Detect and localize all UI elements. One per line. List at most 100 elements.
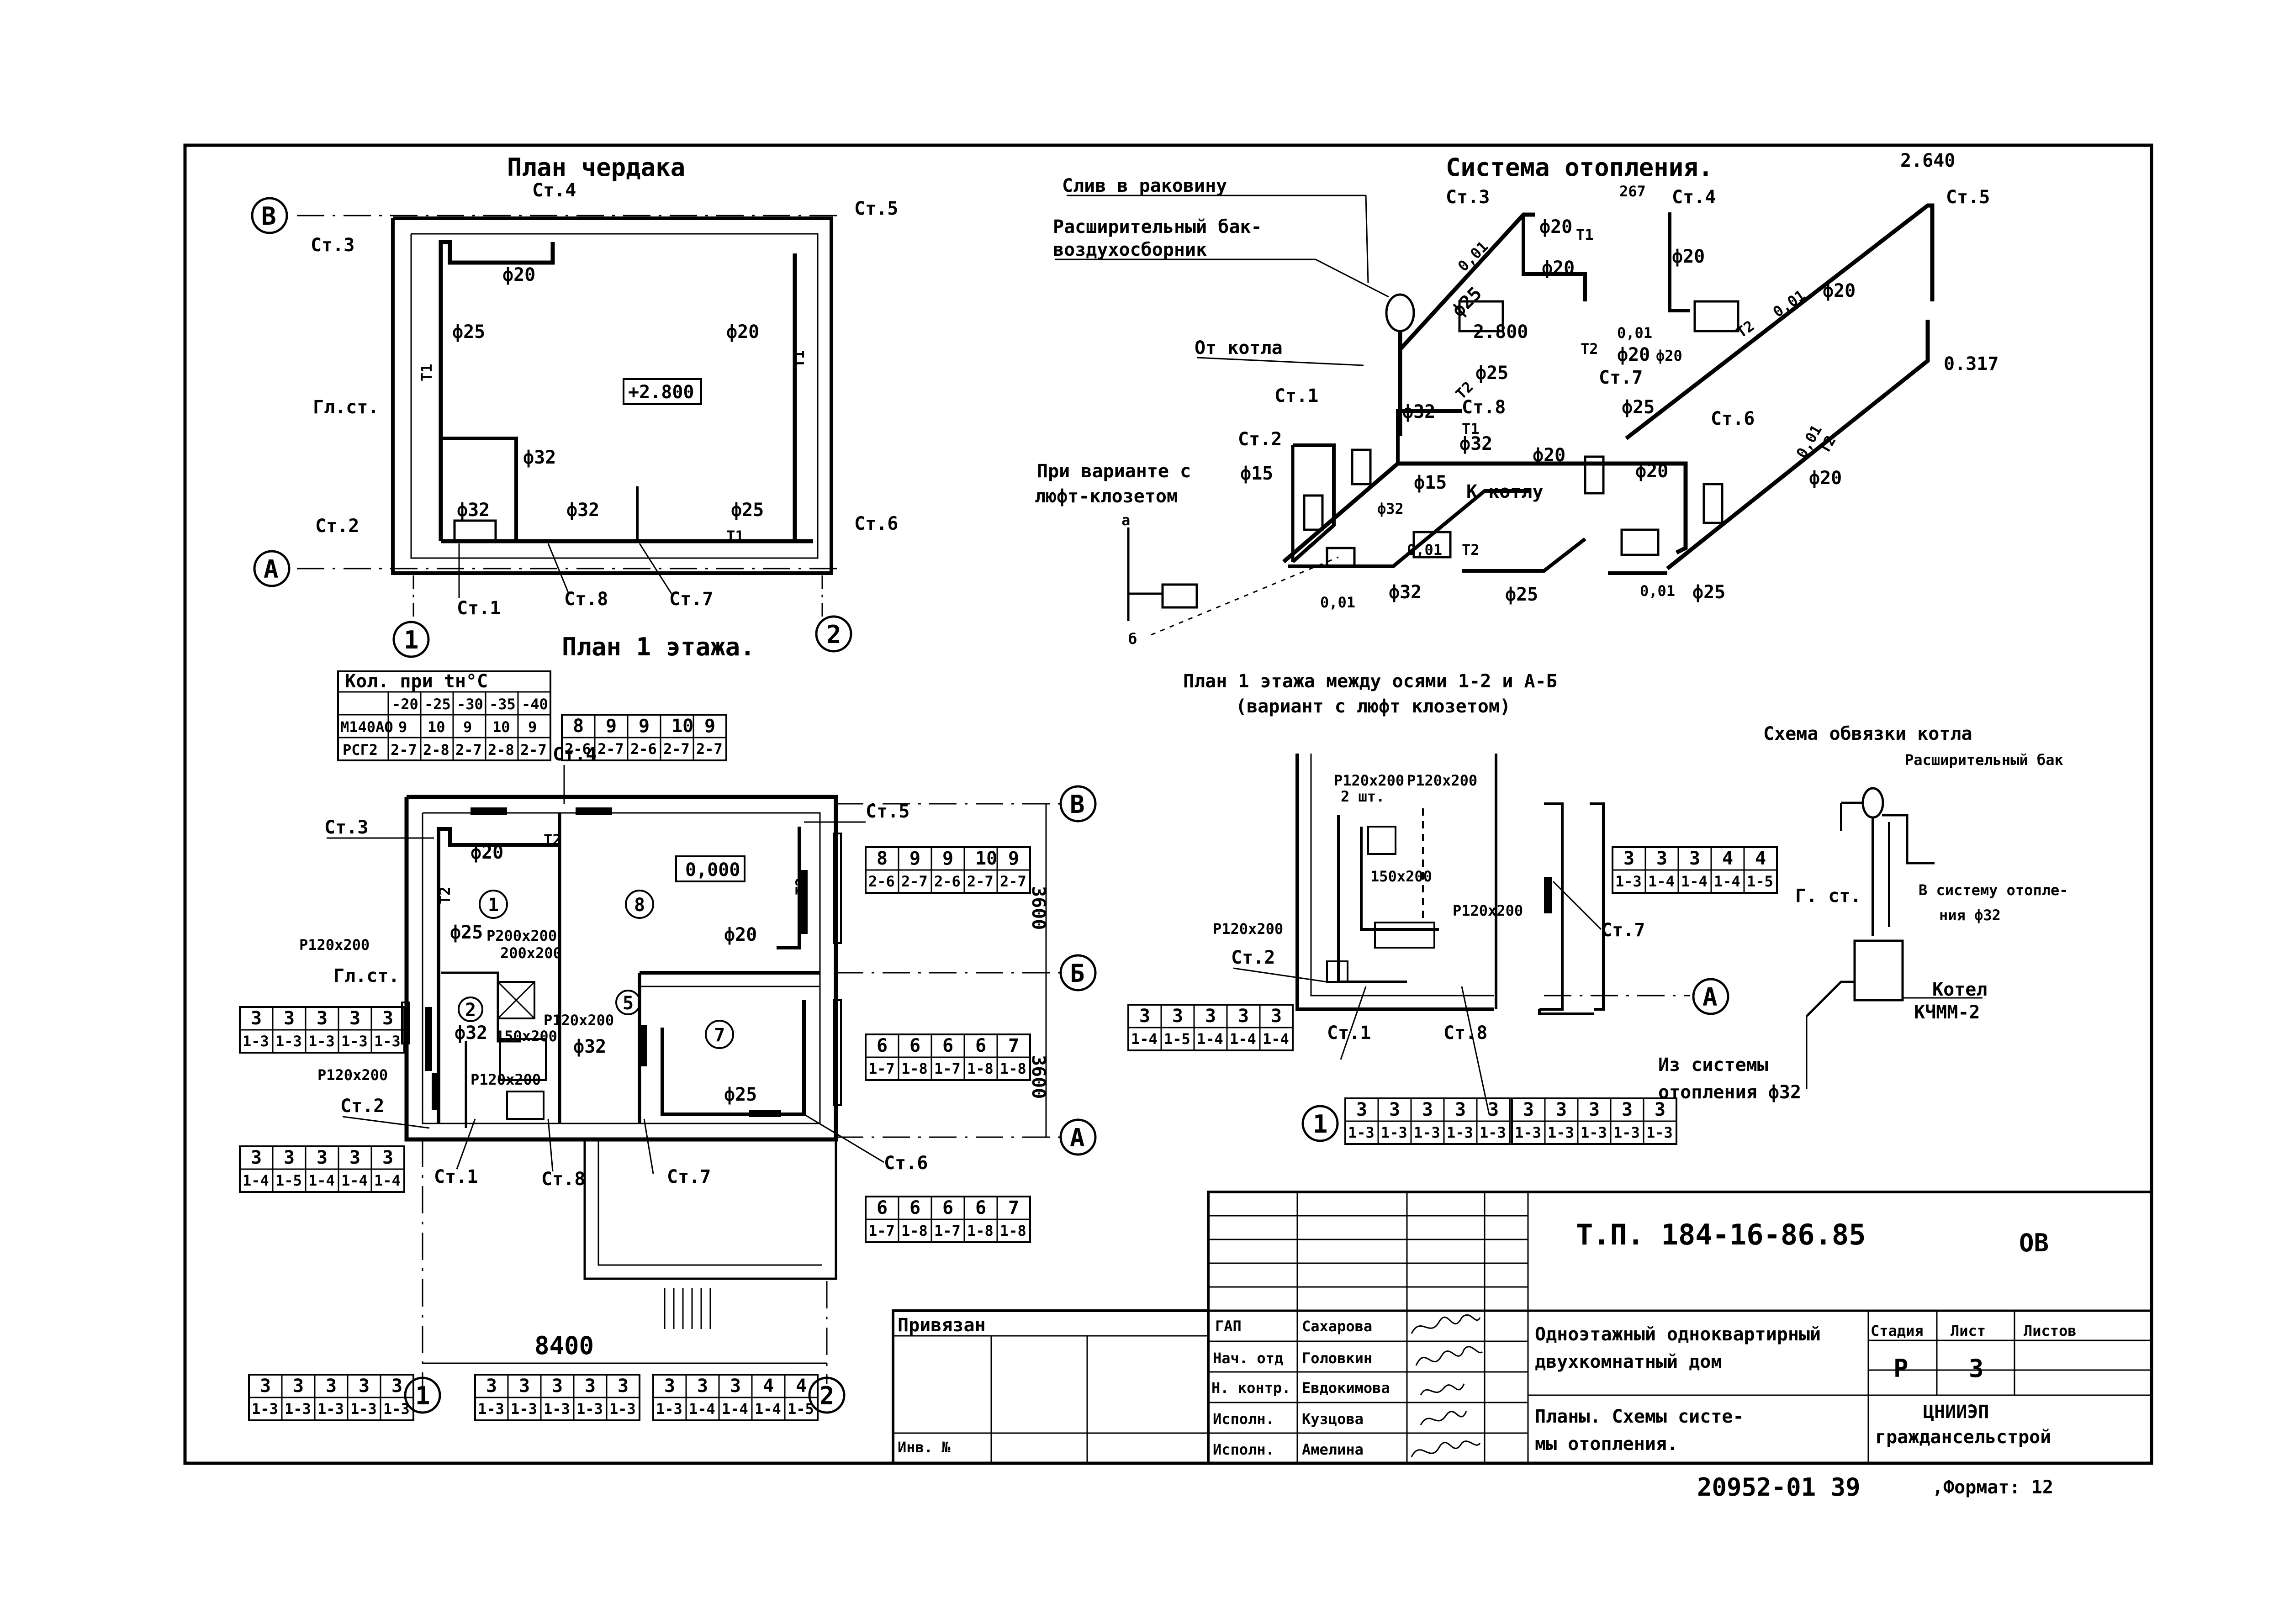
alt-g5: 150х200 [1370,868,1432,885]
count-table: 31-331-331-331-331-3 [239,1006,405,1054]
attic-t1-bottom: Т1 [726,527,744,545]
attic-d20: ф20 [502,264,535,285]
rad-cell: 2-7 [455,741,482,759]
count-table-cell: 7 [1008,1035,1019,1056]
count-table-cell: 1-3 [478,1400,504,1418]
count-table-cell: 1-8 [967,1222,994,1239]
h-d15b: ф15 [1414,472,1447,493]
h-s001f: 0,01 [1640,582,1675,600]
floor-plan-title: План 1 этажа. [562,633,755,661]
boiler-from-sys-l1: Из системы [1658,1055,1768,1076]
h-st6: Ст.6 [1711,408,1755,429]
attic-leader-st8 [547,543,570,594]
count-table: 31-331-331-331-331-3 [474,1374,640,1421]
floor-pipe-st5 [777,827,801,949]
expansion-tank [1385,293,1415,332]
count-table-cell: 9 [1008,848,1019,869]
count-table-cell: 3 [1488,1099,1499,1120]
attic-pipe-mid [441,437,518,541]
count-table-cell: 6 [877,1197,888,1218]
count-table-cell: 1-7 [934,1222,961,1239]
stamp-title-l2: двухкомнатный дом [1535,1351,1722,1372]
attic-d32c: ф32 [566,500,599,521]
count-table-cell: 3 [1655,1099,1665,1120]
axis-bb-marker [1059,954,1097,991]
h-letter-b: б [1128,630,1137,648]
from-boiler-leader [1196,357,1364,366]
h-m2640: 2.640 [1900,150,1955,171]
attic-st6: Ст.6 [854,513,898,534]
attic-plan-title: План чердака [507,153,685,182]
alt-wall-inner [1310,754,1494,997]
count-table-cell: 2-7 [967,873,994,890]
floor-d20a: ф20 [471,842,503,863]
count-table-cell: 1-3 [1414,1124,1440,1141]
count-table-cell: 1-4 [689,1400,715,1418]
count-table-cell: 1-3 [341,1033,368,1050]
count-table-cell: 1-7 [868,1060,895,1077]
heating-title: Система отопления. [1446,153,1713,182]
rad-cell: 10 [428,718,445,736]
rad-cell: 2-8 [488,741,514,759]
alt-g2: Р120х200 [1407,772,1477,789]
count-table-cell: 3 [486,1376,497,1397]
boiler-scheme: Схема обвязки котла Расширительный бак Г… [1658,723,2068,1103]
floor-grille6: 150х200 [496,1028,557,1045]
alt-st7-leader [1552,881,1602,930]
count-table-cell: 7 [1008,1197,1019,1218]
count-table-cell: 3 [730,1376,741,1397]
axis-1-marker [404,1376,441,1414]
axis-1-label: 1 [415,1381,430,1410]
stamp-role-4: Исполн. [1213,1441,1274,1458]
bath-fixture [497,981,535,1019]
floor-grille4: Р120х200 [544,1012,614,1029]
variant-pipe [1127,527,1163,595]
rad-cell: 2-7 [520,741,547,759]
h-st1: Ст.1 [1274,385,1318,406]
porch-steps [664,1288,711,1329]
count-table-cell: 1-7 [934,1060,961,1077]
tank-label-l2: воздухосборник [1053,239,1207,260]
axis-a-marker-attic [253,550,291,587]
count-table-cell: 1-3 [656,1400,682,1418]
count-table-cell: 3 [1523,1099,1534,1120]
count-table-cell: 1-3 [275,1033,302,1050]
attic-st2: Ст.2 [315,516,359,537]
room-2-label: 2 [465,1000,476,1021]
rad-cell: 2-8 [423,741,449,759]
h-m267: 267 [1619,183,1646,200]
attic-pipe-right [793,253,813,543]
boiler-to-sys-l1: В систему отопле- [1919,881,2068,899]
h-d20h: ф20 [1809,468,1842,489]
heating-system-scheme: Система отопления. Слив в раковину Расши… [1035,150,1998,648]
rad-cell: 9 [398,718,407,736]
supply-st4 [1522,215,1587,301]
h-s001b: 0,01 [1770,286,1808,321]
attic-d32b: ф32 [457,500,490,521]
count-table-cell: 3 [585,1376,596,1397]
h-st8: Ст.8 [1462,397,1506,418]
h-st2: Ст.2 [1238,429,1282,450]
h-d20d: ф20 [1617,344,1650,365]
stamp-privyazan: Привязан [898,1315,986,1336]
count-table-cell: 3 [326,1376,337,1397]
drain-label: Слив в раковину [1062,175,1227,196]
alt-g4: Р120х200 [1213,920,1283,938]
signature-2 [1420,1383,1465,1396]
floor-st2: Ст.2 [340,1096,384,1117]
h-d25d: ф25 [1505,584,1538,605]
count-table-cell: 1-8 [901,1222,928,1239]
count-table-cell: 3 [349,1008,360,1029]
alt-st2: Ст.2 [1231,947,1275,968]
count-table-cell: 6 [909,1197,920,1218]
floor-plan: Кол. при tн°С -20 -25 -30 -35 -40 М140АО… [299,670,1097,1414]
dim-8400: 8400 [534,1331,594,1360]
count-table-cell: 1-4 [1648,873,1675,890]
floor-rad-st2 [432,1073,439,1110]
count-table-cell: 1-4 [243,1172,269,1189]
attic-t1-left: Т1 [418,364,435,381]
count-table-cell: 1-3 [511,1400,537,1418]
axis-2-marker [808,1376,846,1414]
count-table-cell: 1-3 [1515,1124,1541,1141]
